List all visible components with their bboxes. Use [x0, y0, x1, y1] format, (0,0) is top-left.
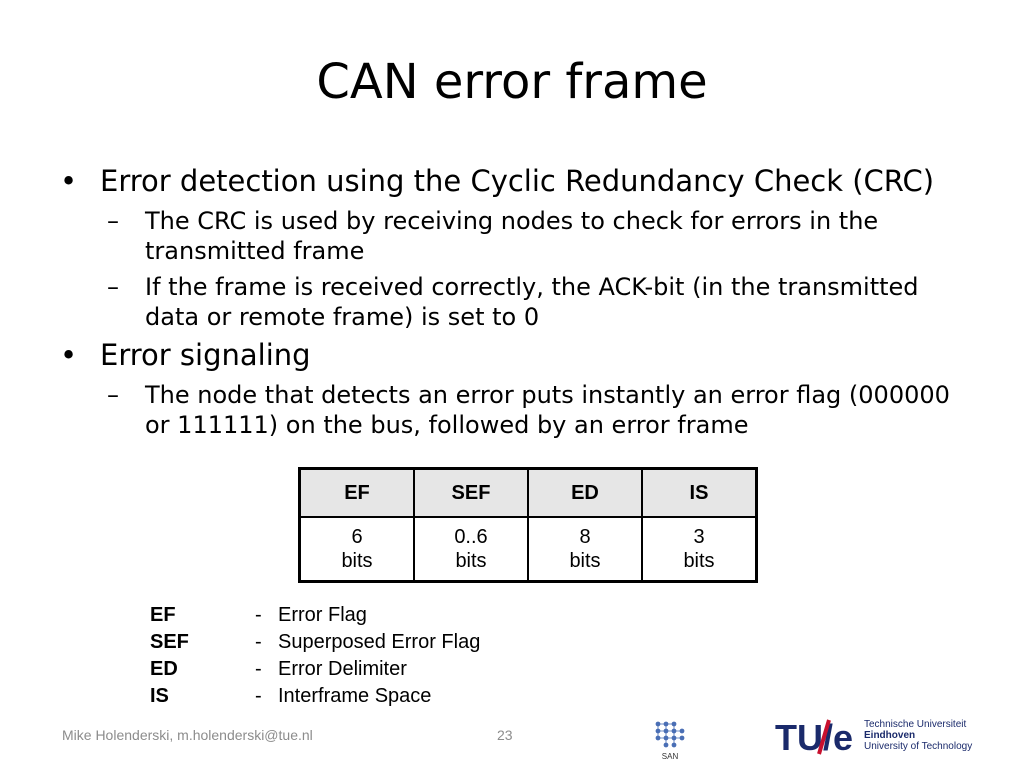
legend-def: Interframe Space: [278, 685, 432, 707]
legend-sep: -: [255, 658, 262, 680]
sub-bullet-item: – The CRC is used by receiving nodes to …: [107, 206, 980, 266]
legend-def: Superposed Error Flag: [278, 631, 481, 653]
bullet-text: Error signaling: [100, 338, 311, 372]
sub-bullet-item: – The node that detects an error puts in…: [107, 380, 980, 440]
legend-def: Error Delimiter: [278, 658, 407, 680]
cell-value: 8: [579, 526, 591, 548]
san-logo: SAN: [655, 721, 685, 761]
tue-logo: TU/e: [775, 717, 853, 756]
cell-unit: bits: [455, 550, 487, 572]
table-header-cell: SEF: [413, 467, 529, 518]
legend-abbr: IS: [150, 685, 169, 707]
sub-bullet-list: – The node that detects an error puts in…: [107, 380, 980, 440]
sub-bullet-dash: –: [107, 273, 119, 301]
sub-bullet-dash: –: [107, 207, 119, 235]
tue-line2: Eindhoven: [864, 730, 916, 741]
legend-sep: -: [255, 685, 262, 707]
bullet-dot: •: [60, 164, 78, 198]
table-header-cell: IS: [641, 467, 758, 518]
cell-value: 0..6: [454, 526, 488, 548]
bullet-text: Error detection using the Cyclic Redunda…: [100, 164, 935, 198]
cell-value: 3: [693, 526, 705, 548]
sub-bullet-text: If the frame is received correctly, the …: [145, 273, 919, 331]
cell-value: 6: [351, 526, 363, 548]
slide-title: CAN error frame: [316, 54, 708, 110]
sub-bullet-dash: –: [107, 381, 119, 409]
bullet-item: • Error detection using the Cyclic Redun…: [60, 162, 980, 200]
tue-line1: Technische Universiteit: [864, 719, 967, 730]
bullet-item: • Error signaling: [60, 336, 980, 374]
legend-def: Error Flag: [278, 604, 367, 626]
legend-abbr: SEF: [150, 631, 189, 653]
tue-line3: University of Technology: [864, 741, 973, 752]
tue-logo-text: TU/e: [775, 717, 853, 756]
footer-author: Mike Holenderski, m.holenderski@tue.nl: [62, 727, 313, 743]
tue-name: Technische Universiteit Eindhoven Univer…: [864, 719, 972, 752]
bullet-list: • Error detection using the Cyclic Redun…: [60, 162, 980, 440]
sub-bullet-text: The CRC is used by receiving nodes to ch…: [145, 207, 879, 265]
sub-bullet-text: The node that detects an error puts inst…: [145, 381, 950, 439]
table-header-row: EF SEF ED IS: [298, 467, 758, 518]
sub-bullet-item: – If the frame is received correctly, th…: [107, 272, 980, 332]
page-number: 23: [497, 727, 513, 743]
bullet-dot: •: [60, 338, 78, 372]
table-header-cell: ED: [527, 467, 643, 518]
legend-sep: -: [255, 604, 262, 626]
cell-unit: bits: [683, 550, 715, 572]
table-header-cell: EF: [298, 467, 415, 518]
sub-bullet-list: – The CRC is used by receiving nodes to …: [107, 206, 980, 332]
cell-unit: bits: [341, 550, 373, 572]
legend-abbr: ED: [150, 658, 178, 680]
legend-abbr: EF: [150, 604, 176, 626]
cell-unit: bits: [569, 550, 601, 572]
legend-sep: -: [255, 631, 262, 653]
san-logo-text: SAN: [662, 752, 679, 761]
